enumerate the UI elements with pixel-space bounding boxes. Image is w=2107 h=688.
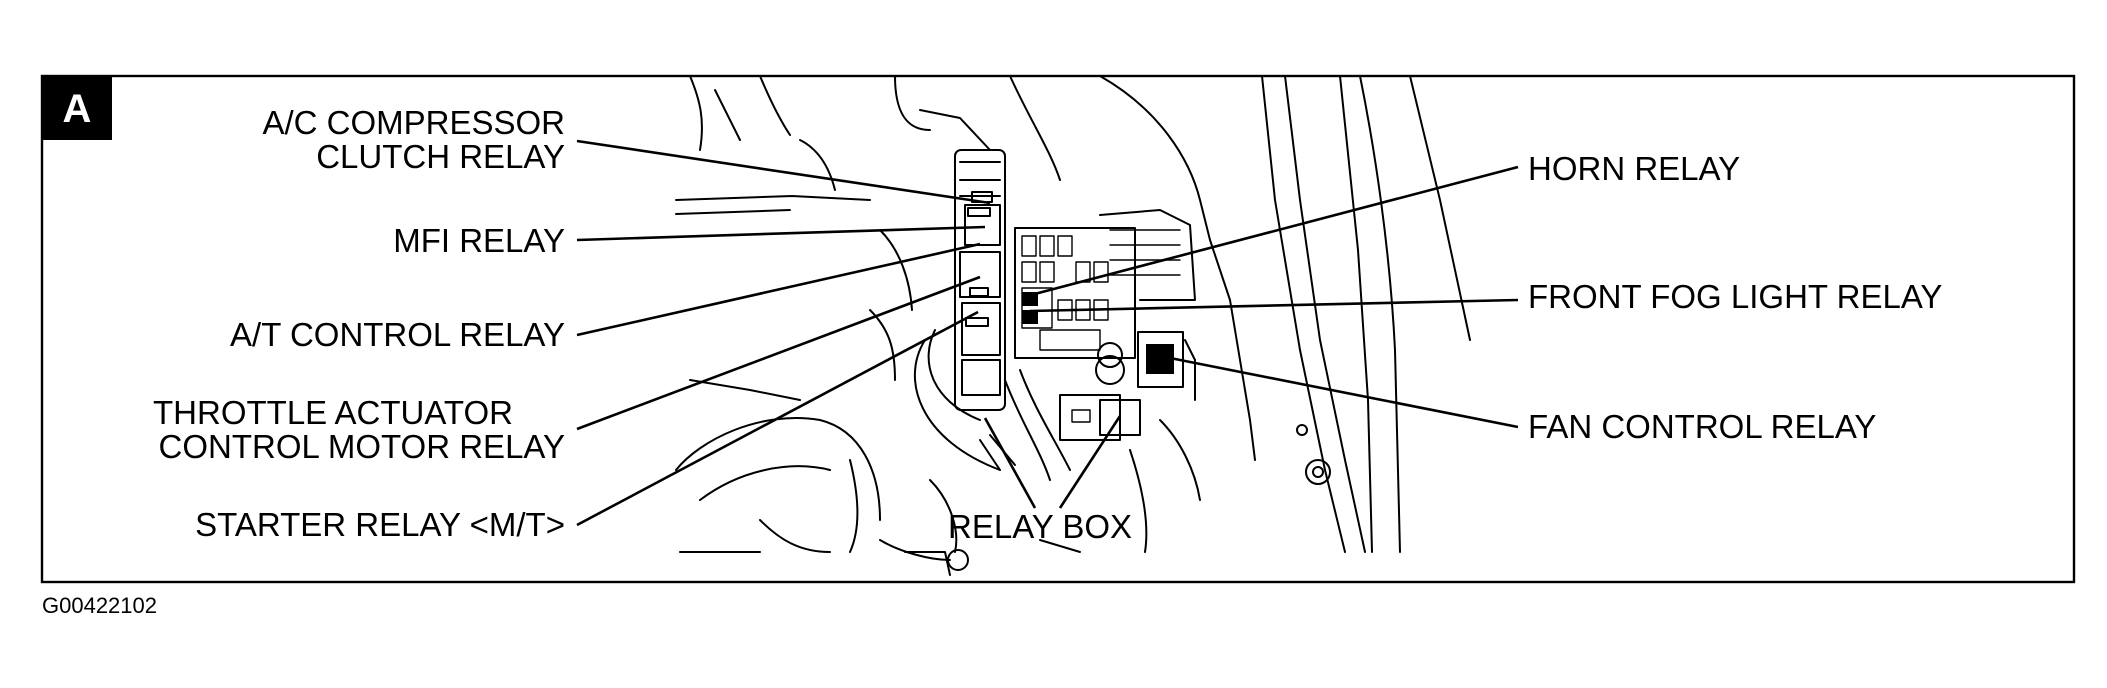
diagram-frame [40, 74, 2076, 584]
leader-lines [576, 139, 1519, 527]
label-fan-control-relay: FAN CONTROL RELAY [1528, 408, 1876, 445]
label-relay-box: RELAY BOX [948, 508, 1132, 545]
label-front-fog-relay: FRONT FOG LIGHT RELAY [1528, 278, 1942, 315]
leader-starter [576, 310, 979, 527]
label-ac-compressor-line1: A/C COMPRESSOR [262, 104, 565, 141]
leader-mfi [576, 225, 986, 242]
figure-code: G00422102 [42, 593, 157, 618]
leader-ac-compressor [576, 139, 991, 205]
figure-badge: A [42, 76, 112, 140]
badge-letter: A [63, 87, 92, 131]
leader-fan-control [1164, 355, 1519, 429]
leader-relay-box-left [983, 417, 1037, 509]
label-at-control-relay: A/T CONTROL RELAY [230, 316, 565, 353]
leader-horn [1026, 165, 1519, 298]
label-starter-relay: STARTER RELAY <M/T> [195, 506, 565, 543]
leader-throttle [576, 275, 981, 431]
leader-front-fog [1029, 298, 1519, 313]
label-ac-compressor-line2: CLUTCH RELAY [316, 138, 565, 175]
engine-compartment-illustration [675, 75, 1471, 576]
label-horn-relay: HORN RELAY [1528, 150, 1740, 187]
badge-box [42, 76, 112, 140]
leader-relay-box-right [1058, 415, 1122, 509]
label-throttle-line1: THROTTLE ACTUATOR [153, 394, 513, 431]
label-mfi-relay: MFI RELAY [393, 222, 565, 259]
label-throttle-line2: CONTROL MOTOR RELAY [159, 428, 565, 465]
leader-at-control [576, 242, 981, 337]
